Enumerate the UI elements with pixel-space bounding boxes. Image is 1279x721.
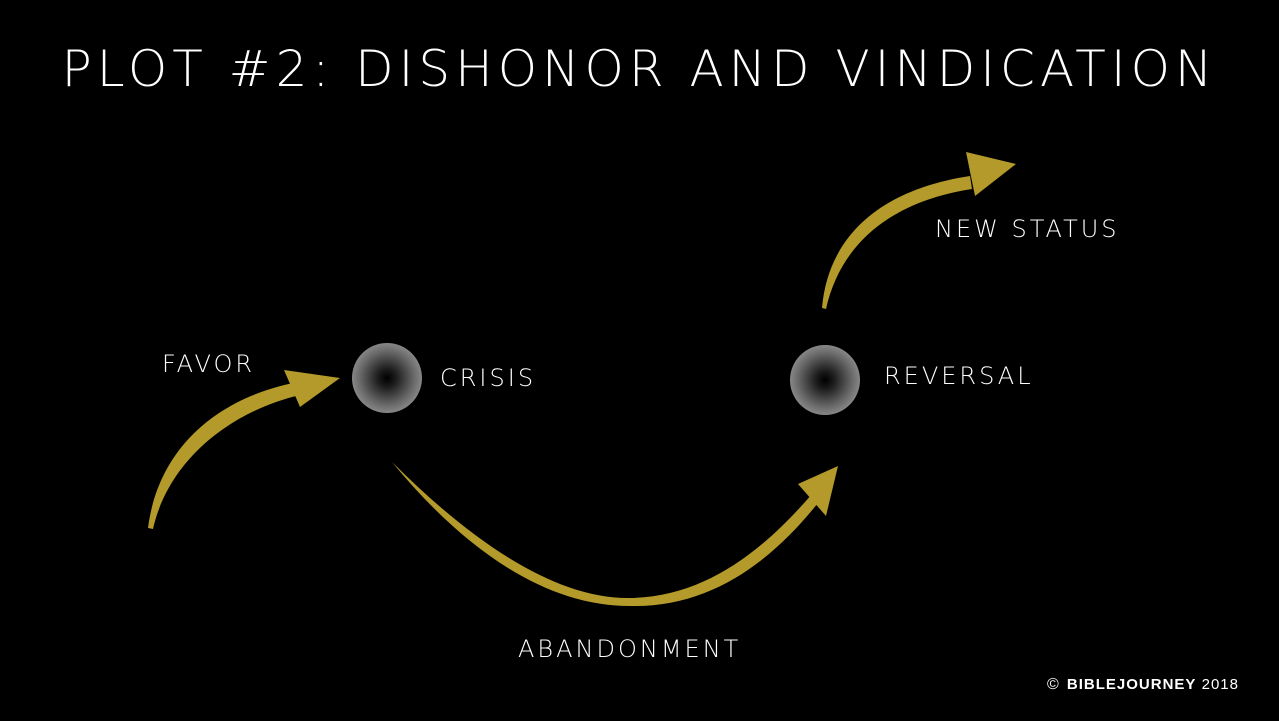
abandonment-arrow-icon: [392, 462, 838, 607]
new-status-arrow-icon: [822, 152, 1016, 309]
copyright-year: 2018: [1201, 676, 1239, 693]
reversal-label: REVERSAL: [884, 362, 1034, 390]
reversal-node: [790, 345, 860, 415]
copyright-brand: BIBLEJOURNEY: [1066, 676, 1197, 693]
crisis-label: CRISIS: [440, 364, 537, 392]
crisis-node: [352, 343, 422, 413]
copyright-icon: ©: [1046, 676, 1060, 693]
slide-title: PLOT #2: DISHONOR AND VINDICATION: [61, 40, 1218, 98]
copyright-notice: © BIBLEJOURNEY 2018: [1047, 676, 1239, 694]
favor-label: FAVOR: [162, 350, 256, 378]
favor-arrow-icon: [148, 370, 340, 529]
abandonment-label: ABANDONMENT: [518, 635, 742, 663]
new-status-label: NEW STATUS: [935, 215, 1120, 243]
